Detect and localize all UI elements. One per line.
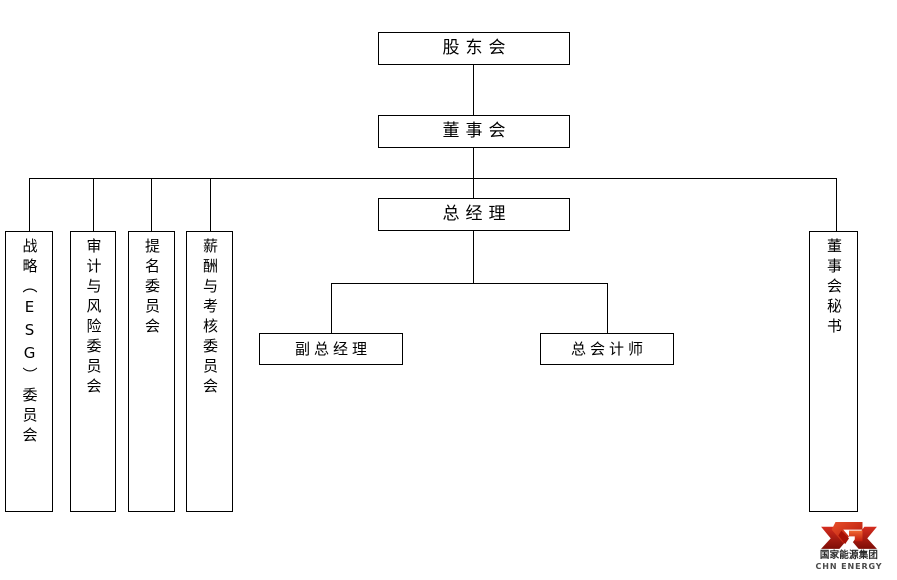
chn-energy-logo-mark: [821, 521, 877, 549]
node-nomination-committee[interactable]: 提名委员会: [128, 231, 175, 512]
node-strategy-esg-committee-label: 战略（ESG）委员会: [20, 238, 39, 447]
sub-bus-line: [331, 283, 608, 285]
connector-bus-to-general-manager: [473, 178, 475, 198]
node-board-secretary-label: 董事会秘书: [825, 238, 843, 338]
node-audit-risk-committee[interactable]: 审计与风险委员会: [70, 231, 116, 512]
connector-general-manager-to-sub-bus: [473, 231, 475, 283]
node-deputy-general-manager[interactable]: 副总经理: [259, 333, 403, 365]
connector-shareholders-to-board: [473, 65, 475, 115]
node-chief-accountant-label: 总会计师: [570, 339, 647, 358]
committee-bus-line: [30, 178, 837, 180]
node-board-of-directors-label: 董事会: [442, 121, 512, 142]
node-strategy-esg-committee[interactable]: 战略（ESG）委员会: [5, 231, 53, 512]
node-nomination-committee-label: 提名委员会: [143, 238, 161, 338]
brand-name-en: CHN ENERGY: [815, 561, 883, 571]
connector-sub-bus-to-deputy-general-manager: [331, 283, 333, 333]
brand-name-cn: 国家能源集团: [819, 549, 879, 561]
connector-board-to-bus: [473, 148, 475, 178]
node-general-manager[interactable]: 总经理: [378, 198, 570, 231]
node-board-secretary[interactable]: 董事会秘书: [809, 231, 858, 512]
brand-logo: 国家能源集团 CHN ENERGY: [806, 521, 892, 571]
node-general-manager-label: 总经理: [442, 204, 512, 225]
node-remuneration-assessment-committee[interactable]: 薪酬与考核委员会: [186, 231, 233, 512]
connector-bus-to-strategy-esg-committee: [29, 178, 31, 231]
connector-sub-bus-to-chief-accountant: [607, 283, 609, 333]
connector-bus-to-audit-risk-committee: [93, 178, 95, 231]
node-audit-risk-committee-label: 审计与风险委员会: [84, 238, 103, 398]
node-shareholders-meeting-label: 股东会: [442, 38, 512, 59]
connector-bus-to-nomination-committee: [151, 178, 153, 231]
connector-bus-to-remuneration-committee: [210, 178, 212, 231]
node-shareholders-meeting[interactable]: 股东会: [378, 32, 570, 65]
node-chief-accountant[interactable]: 总会计师: [540, 333, 674, 365]
node-board-of-directors[interactable]: 董事会: [378, 115, 570, 148]
connector-bus-to-board-secretary: [836, 178, 838, 231]
node-deputy-general-manager-label: 副总经理: [294, 339, 371, 358]
node-remuneration-assessment-committee-label: 薪酬与考核委员会: [201, 238, 219, 398]
